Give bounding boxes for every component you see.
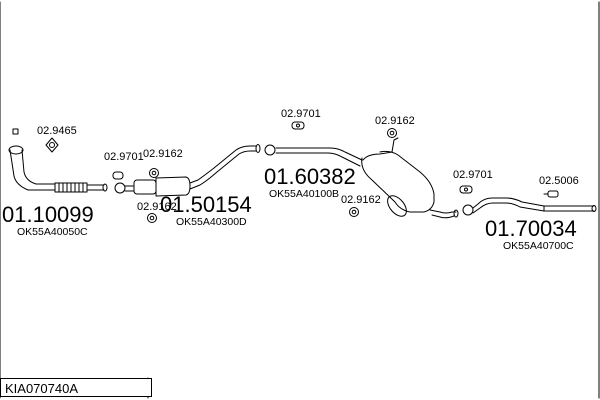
oe-number-rear-silencer: OK55A40100B <box>269 188 339 200</box>
clamp-icon-right-9701 <box>459 185 473 194</box>
ring-icon-lower-9162 <box>147 213 157 223</box>
accessory-label-5006: 02.5006 <box>539 175 579 187</box>
front-pipe-drawing <box>8 145 108 193</box>
accessory-label-9701-right: 02.9701 <box>453 169 493 181</box>
accessory-label-9162-lower: 02.9162 <box>137 201 177 213</box>
oe-number-middle-silencer: OK55A40300D <box>176 216 247 228</box>
kit-code-label: KIA070740A <box>0 378 152 397</box>
middle-silencer-drawing <box>114 144 261 197</box>
clamp-icon-center-9701 <box>291 121 305 130</box>
oe-number-tail-pipe: OK55A40700C <box>503 240 574 252</box>
clamp-icon-left-9701 <box>112 171 124 180</box>
part-number-middle-silencer: 01.50154 <box>160 192 252 217</box>
accessory-label-9701-left: 02.9701 <box>104 151 144 163</box>
accessory-label-9162-center: 02.9162 <box>375 115 415 127</box>
hanger-icon-5006 <box>543 190 559 198</box>
ring-icon-center-9162 <box>387 128 397 138</box>
gasket-icon-02-9465 <box>45 137 59 153</box>
rear-silencer-drawing <box>264 137 459 219</box>
ring-icon-right-9162 <box>349 207 359 217</box>
accessory-label-9162-left: 02.9162 <box>143 148 183 160</box>
accessory-label-9701-center: 02.9701 <box>281 108 321 120</box>
tail-pipe-drawing <box>462 197 597 216</box>
accessory-label-9465: 02.9465 <box>37 125 77 137</box>
part-number-front-pipe: 01.10099 <box>2 202 94 227</box>
ring-icon-left-9162 <box>149 168 159 178</box>
accessory-label-9162-right: 02.9162 <box>341 194 381 206</box>
part-number-tail-pipe: 01.70034 <box>485 216 577 241</box>
oe-number-front-pipe: OK55A40050C <box>17 226 88 238</box>
marker-square-icon <box>12 128 19 135</box>
part-number-rear-silencer: 01.60382 <box>264 164 356 189</box>
